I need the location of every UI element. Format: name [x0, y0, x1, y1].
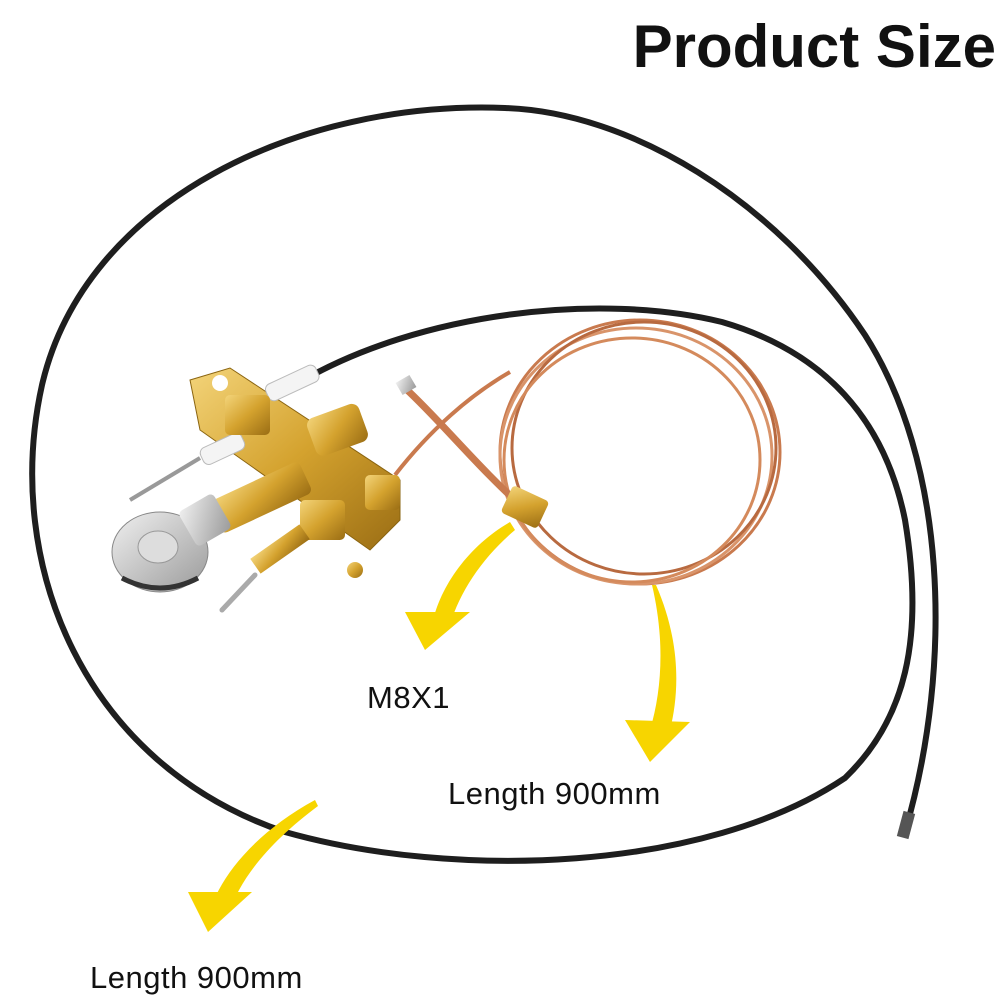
copper-tube-cap: [395, 374, 417, 396]
page-title: Product Size: [632, 13, 996, 80]
copper-tube-length-label: Length 900mm: [448, 776, 661, 811]
cable-end-tip: [896, 810, 916, 840]
arrow-m8x1-icon: [405, 522, 515, 650]
thread-size-label: M8X1: [367, 680, 450, 715]
copper-tube-coil: [393, 318, 782, 586]
m8x1-nut: [501, 486, 549, 528]
ignition-cable: [29, 104, 939, 864]
arrow-cable-length-icon: [188, 800, 318, 932]
arrow-copper-length-icon: [625, 585, 690, 762]
cable-length-label: Length 900mm: [90, 960, 303, 995]
pilot-burner-assembly: [111, 364, 401, 613]
